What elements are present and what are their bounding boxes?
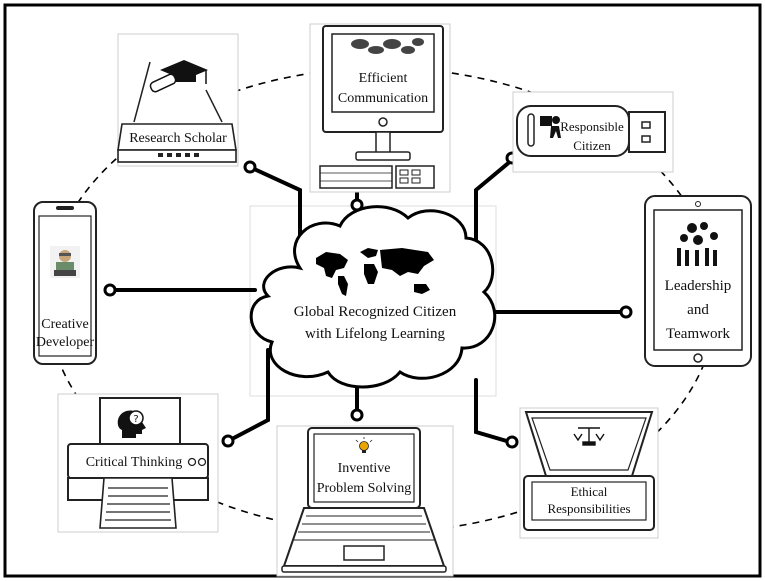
developer-at-laptop-icon bbox=[50, 246, 80, 278]
critical-thinking-label: Critical Thinking bbox=[86, 455, 183, 470]
central-cloud: Global Recognized Citizen with Lifelong … bbox=[249, 205, 497, 389]
connector-critical-thinking bbox=[228, 348, 270, 442]
world-map-icon bbox=[316, 248, 434, 296]
creative-developer-line2: Developer bbox=[36, 335, 95, 350]
connector-ethical-responsibilities bbox=[474, 378, 512, 444]
responsible-citizen-line2: Citizen bbox=[573, 138, 611, 153]
node-ethical-responsibilities: Ethical Responsibilities bbox=[519, 407, 659, 539]
center-label-line2: with Lifelong Learning bbox=[305, 326, 445, 342]
svg-text:?: ? bbox=[133, 414, 138, 425]
connector-research-scholar bbox=[250, 166, 302, 250]
endpoint-critical-thinking bbox=[221, 434, 235, 448]
node-critical-thinking: ? Critical Thinking bbox=[57, 393, 219, 533]
endpoint-leadership-teamwork bbox=[619, 305, 633, 319]
endpoint-ethical-responsibilities bbox=[505, 435, 519, 449]
chat-bubbles-icon bbox=[351, 38, 424, 54]
endpoint-inventive-problem-solving bbox=[350, 408, 364, 422]
head-question-icon: ? bbox=[117, 410, 146, 438]
ethical-responsibilities-line2: Responsibilities bbox=[547, 501, 630, 516]
node-research-scholar: Research Scholar bbox=[117, 33, 239, 167]
center-label-line1: Global Recognized Citizen bbox=[294, 304, 457, 320]
inventive-problem-solving-line1: Inventive bbox=[338, 461, 391, 476]
research-scholar-label: Research Scholar bbox=[129, 131, 227, 146]
node-efficient-communication: Efficient Communication bbox=[309, 23, 451, 193]
endpoint-research-scholar bbox=[243, 160, 257, 174]
node-creative-developer: Creative Developer bbox=[33, 201, 97, 365]
leadership-teamwork-line3: Teamwork bbox=[666, 326, 730, 342]
node-inventive-problem-solving: Inventive Problem Solving bbox=[276, 425, 454, 577]
efficient-communication-line1: Efficient bbox=[359, 71, 408, 86]
graduation-cap-icon bbox=[149, 60, 208, 93]
ethical-responsibilities-line1: Ethical bbox=[571, 484, 608, 499]
node-responsible-citizen: Responsible Citizen bbox=[512, 91, 674, 173]
connector-responsible-citizen bbox=[474, 158, 514, 252]
node-leadership-teamwork: Leadership and Teamwork bbox=[644, 195, 752, 367]
leadership-teamwork-line1: Leadership bbox=[665, 278, 732, 294]
team-gears-icon bbox=[677, 222, 718, 266]
creative-developer-line1: Creative bbox=[41, 317, 88, 332]
endpoint-creative-developer bbox=[103, 283, 117, 297]
responsible-citizen-line1: Responsible bbox=[560, 119, 624, 134]
cloud-shape bbox=[249, 205, 497, 389]
leadership-teamwork-line2: and bbox=[687, 302, 709, 318]
person-carrying-box-icon bbox=[540, 116, 561, 138]
efficient-communication-line2: Communication bbox=[338, 91, 428, 106]
scales-icon bbox=[573, 427, 605, 446]
inventive-problem-solving-line2: Problem Solving bbox=[317, 481, 412, 496]
lightbulb-icon bbox=[355, 437, 373, 453]
